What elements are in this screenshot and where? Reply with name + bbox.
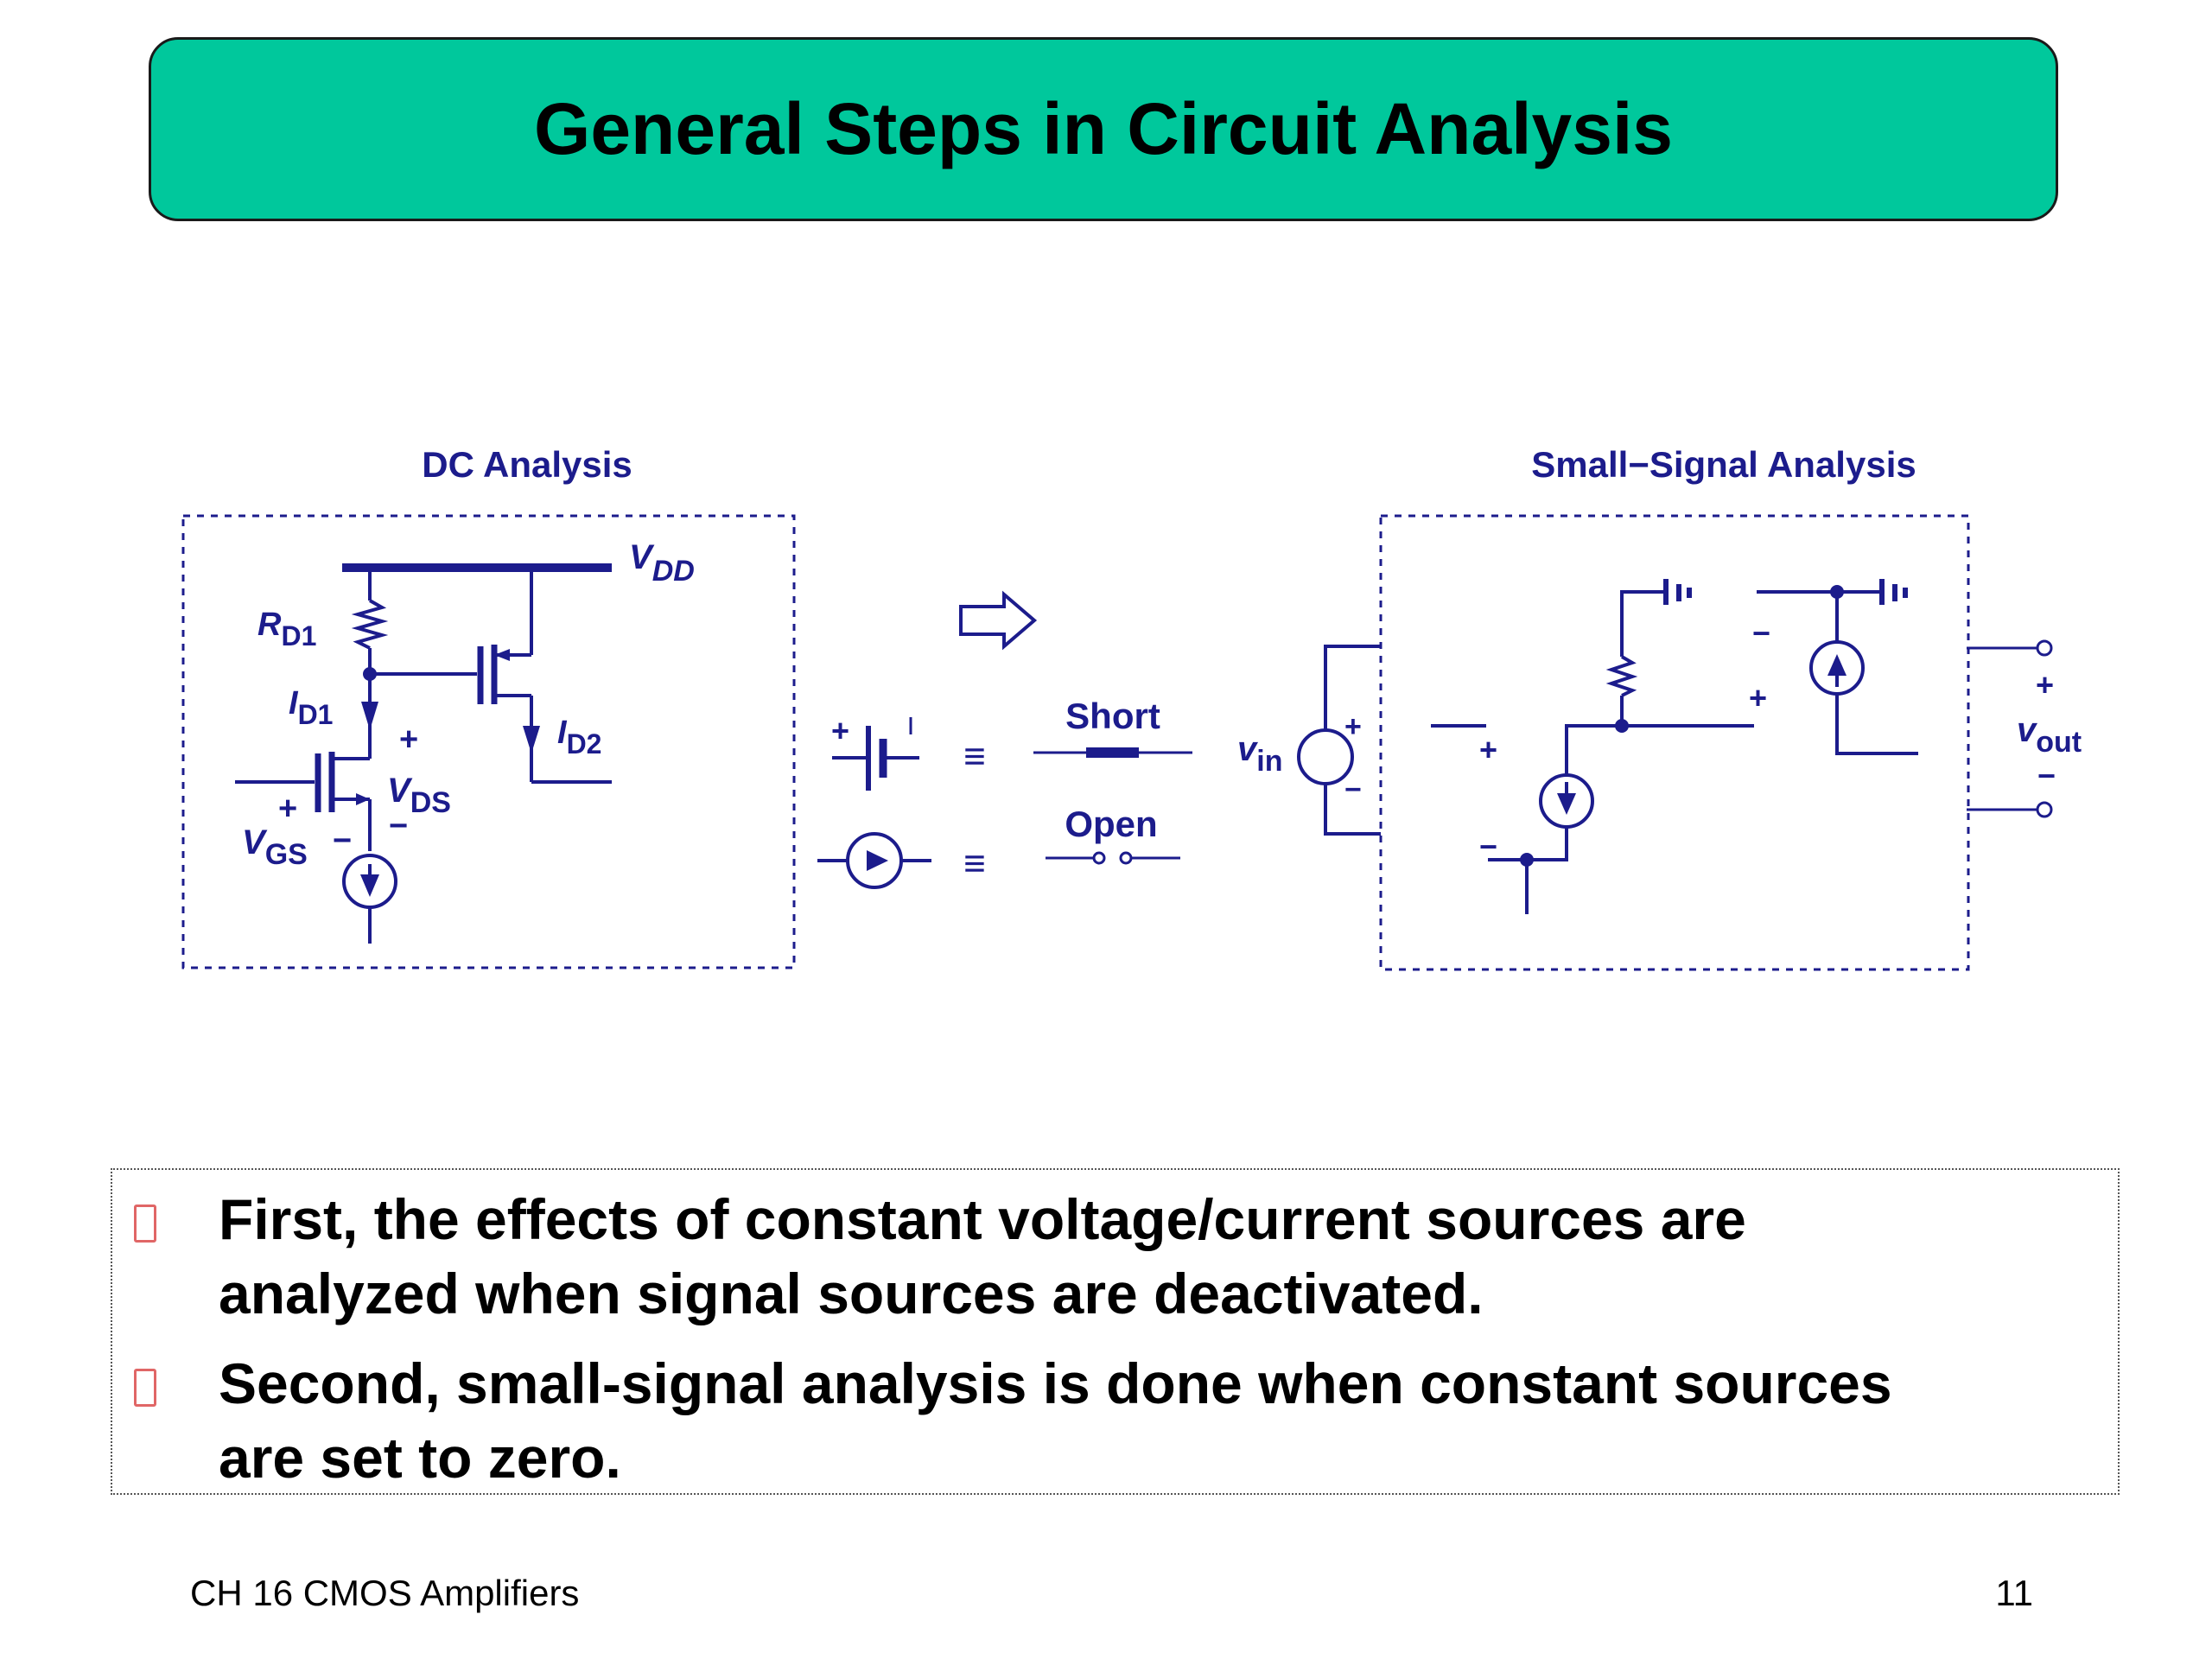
vds-plus: + [399,721,418,758]
equiv-symbol-1: ≡ [963,735,986,778]
vin-label: vin [1237,730,1282,778]
battery-plus: + [831,713,849,748]
vgs-label: VGS [242,823,308,871]
rd1-label: RD1 [257,607,316,652]
id1-label: ID1 [289,685,333,730]
ss-box [1379,514,1970,971]
vin-minus: − [1344,773,1362,806]
dc-analysis-label: DC Analysis [422,444,632,485]
vgs-minus: − [333,823,352,859]
open-label: Open [1065,804,1157,844]
short-label: Short [1065,696,1160,736]
dc-current-source [342,854,397,944]
vin-plus: + [1344,710,1362,743]
dc-box [181,514,796,969]
vout-terminals [1967,639,2053,818]
small-signal-label: Small−Signal Analysis [1531,444,1916,485]
open-symbol [1046,851,1180,865]
ss-plus-right: + [1749,680,1767,715]
bullet-box: First, the effects of constant voltage/c… [111,1168,2120,1495]
current-source-icon [817,832,931,889]
bullet-text-1: First, the effects of constant voltage/c… [219,1187,1746,1325]
ss-circuit-right [1757,579,1918,755]
battery-icon [832,717,919,791]
footer-page-number: 11 [1995,1573,2033,1613]
ss-minus-left: − [1479,829,1497,864]
bullet-text-2: Second, small-signal analysis is done wh… [219,1351,1892,1490]
rd1-resistor [351,568,389,674]
ss-minus-right: − [1752,615,1770,651]
footer-chapter: CH 16 CMOS Amplifiers [190,1573,580,1613]
id1-arrow [361,702,378,730]
bullet-marker-icon [134,1205,156,1243]
vout-label: vout [2017,711,2082,759]
ss-circuit-left [1431,579,1754,914]
id2-label: ID2 [557,715,601,760]
id2-arrow [523,726,540,753]
vdd-label: VDD [629,538,695,588]
vds-minus: − [389,808,408,844]
right-arrow-icon [959,590,1038,651]
vds-label: VDS [387,772,451,819]
vout-minus: − [2037,758,2056,793]
vin-source [1297,645,1381,836]
vgs-plus: + [278,791,297,827]
ss-plus-left: + [1479,732,1497,767]
title-bar: General Steps in Circuit Analysis [149,37,2058,221]
vout-plus: + [2036,667,2054,702]
slide-title: General Steps in Circuit Analysis [534,88,1673,169]
equiv-symbol-2: ≡ [963,842,986,885]
bullet-marker-icon [134,1369,156,1407]
